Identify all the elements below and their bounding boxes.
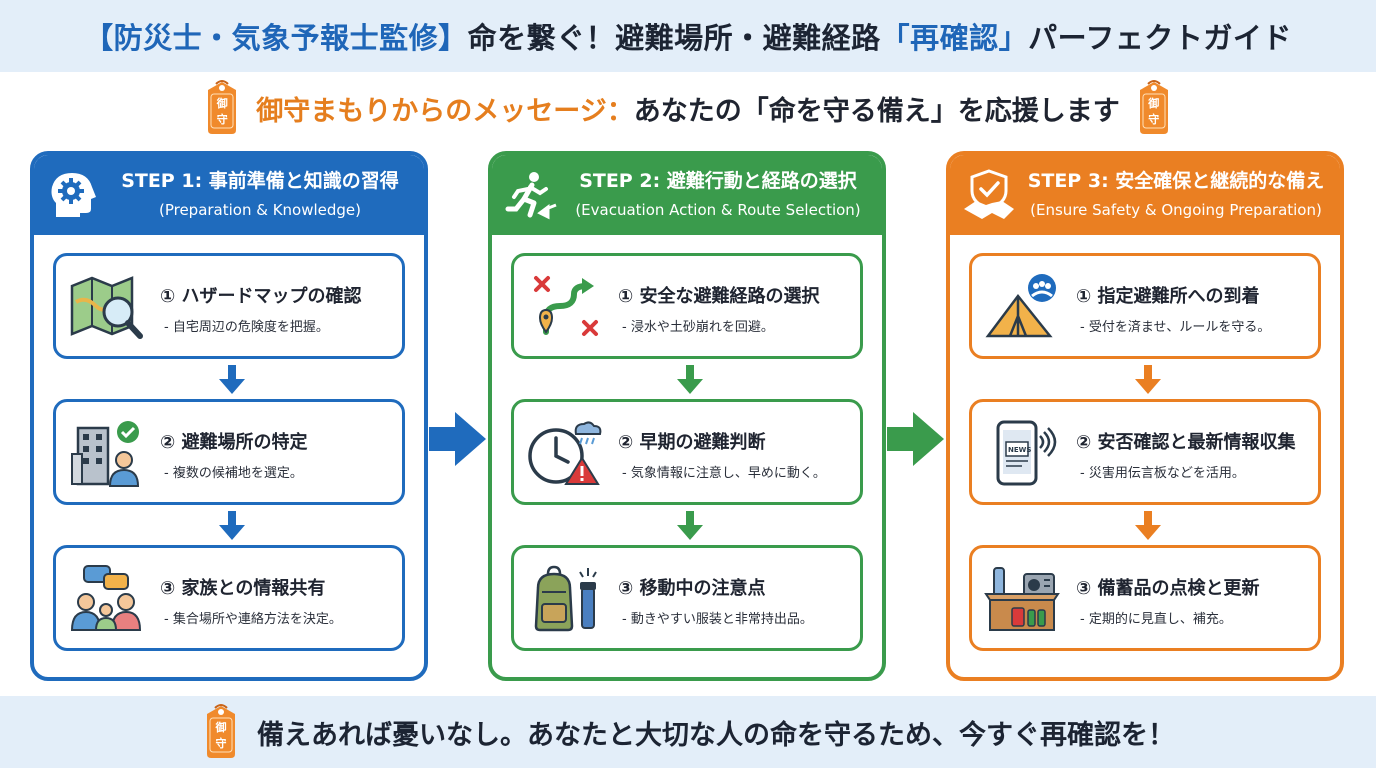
omamori-charm-icon: 御 守: [201, 704, 241, 760]
footer-band: 御 守 備えあれば憂いなし。あなたと大切な人の命を守るため、今すぐ再確認を！: [0, 696, 1376, 768]
step-2-panel: STEP 2: 避難行動と経路の選択 (Evacuation Action & …: [488, 151, 886, 681]
step-2-heading: STEP 2: 避難行動と経路の選択 (Evacuation Action & …: [562, 167, 874, 221]
svg-text:NEWS: NEWS: [1008, 446, 1031, 454]
title-highlight: 「再確認」: [880, 21, 1029, 55]
title-bracket-close: 】: [438, 21, 468, 55]
shield-handshake-icon: [962, 169, 1016, 221]
step-3-item-2-card: NEWS ② 安否確認と最新情報収集 - 災害用伝言板などを活用。: [969, 399, 1321, 505]
step-1-item-1-title: ① ハザードマップの確認: [160, 286, 362, 307]
step-1-item-2-title: ② 避難場所の特定: [160, 432, 308, 453]
message-text: 御守まもりからのメッセージ：あなたの「命を守る備え」を応援します: [256, 89, 1119, 128]
arrow-down-icon: [1133, 365, 1163, 395]
clock-rain-warning-icon: [526, 418, 602, 488]
step-1-item-3-desc: - 集合場所や連絡方法を決定。: [164, 612, 342, 627]
omamori-char-top: 御: [215, 721, 227, 734]
omamori-charm-icon: 御 守: [1134, 80, 1174, 136]
smartphone-news-icon: NEWS: [984, 418, 1060, 488]
arrow-down-icon: [217, 365, 247, 395]
step-1-heading: STEP 1: 事前準備と知識の習得 (Preparation & Knowle…: [104, 167, 416, 221]
omamori-char-top: 御: [216, 97, 228, 110]
step-2-item-1-title: ① 安全な避難経路の選択: [618, 286, 820, 307]
omamori-char-bottom: 守: [215, 737, 227, 750]
step-3-item-1-card: ① 指定避難所への到着 - 受付を済ませ、ルールを守る。: [969, 253, 1321, 359]
arrow-down-icon: [675, 511, 705, 541]
step-2-item-3-desc: - 動きやすい服装と非常持出品。: [622, 612, 813, 627]
tent-people-icon: [984, 272, 1060, 342]
step-1-title: STEP 1: 事前準備と知識の習得: [121, 170, 399, 192]
page-title: 【防災士・気象予報士監修】命を繋ぐ！避難場所・避難経路「再確認」パーフェクトガイ…: [84, 15, 1292, 57]
step-1-item-3-card: ③ 家族との情報共有 - 集合場所や連絡方法を決定。: [53, 545, 405, 651]
step-3-subtitle: (Ensure Safety & Ongoing Preparation): [1030, 201, 1322, 219]
step-2-title: STEP 2: 避難行動と経路の選択: [579, 170, 857, 192]
omamori-charm-icon: 御 守: [202, 80, 242, 136]
step-3-item-3-desc: - 定期的に見直し、補充。: [1080, 612, 1232, 627]
step-2-subtitle: (Evacuation Action & Route Selection): [575, 201, 861, 219]
title-main: 命を繋ぐ！避難場所・避難経路: [467, 21, 881, 55]
step-3-item-2-title: ② 安否確認と最新情報収集: [1076, 432, 1296, 453]
step-2-item-3-card: ③ 移動中の注意点 - 動きやすい服装と非常持出品。: [511, 545, 863, 651]
step-3-title: STEP 3: 安全確保と継続的な備え: [1027, 170, 1325, 192]
step-1-item-1-desc: - 自宅周辺の危険度を把握。: [164, 320, 329, 335]
step-2-item-1-desc: - 浸水や土砂崩れを回避。: [622, 320, 774, 335]
message-body: あなたの「命を守る備え」を応援します: [633, 95, 1120, 127]
step-3-item-3-title: ③ 備蓄品の点検と更新: [1076, 578, 1260, 599]
omamori-char-bottom: 守: [1148, 113, 1160, 126]
route-icon: [526, 272, 602, 342]
step-2-item-2-card: ② 早期の避難判断 - 気象情報に注意し、早めに動く。: [511, 399, 863, 505]
step-2-item-1-card: ① 安全な避難経路の選択 - 浸水や土砂崩れを回避。: [511, 253, 863, 359]
running-person-icon: [504, 169, 558, 221]
step-3-item-1-title: ① 指定避難所への到着: [1076, 286, 1260, 307]
arrow-down-icon: [675, 365, 705, 395]
arrow-down-icon: [217, 511, 247, 541]
step-3-header: STEP 3: 安全確保と継続的な備え (Ensure Safety & Ong…: [950, 155, 1340, 235]
step-2-item-3-title: ③ 移動中の注意点: [618, 578, 766, 599]
step-2-header: STEP 2: 避難行動と経路の選択 (Evacuation Action & …: [492, 155, 882, 235]
step-2-item-2-title: ② 早期の避難判断: [618, 432, 766, 453]
title-supervision: 防災士・気象予報士監修: [113, 21, 439, 55]
step-1-item-2-card: ② 避難場所の特定 - 複数の候補地を選定。: [53, 399, 405, 505]
step-3-item-1-desc: - 受付を済ませ、ルールを守る。: [1080, 320, 1271, 335]
header-band: 【防災士・気象予報士監修】命を繋ぐ！避難場所・避難経路「再確認」パーフェクトガイ…: [0, 0, 1376, 72]
arrow-down-icon: [1133, 511, 1163, 541]
step-3-item-2-desc: - 災害用伝言板などを活用。: [1080, 466, 1245, 481]
family-chat-icon: [68, 564, 144, 634]
arrow-right-icon: [429, 410, 487, 468]
map-magnifier-icon: [68, 272, 144, 342]
message-lead: 御守まもりからのメッセージ：: [256, 95, 634, 127]
title-bracket-open: 【: [84, 21, 114, 55]
step-1-subtitle: (Preparation & Knowledge): [158, 201, 362, 219]
arrow-right-icon: [887, 410, 945, 468]
step-3-panel: STEP 3: 安全確保と継続的な備え (Ensure Safety & Ong…: [946, 151, 1344, 681]
gear-head-icon: [46, 169, 100, 221]
building-person-check-icon: [68, 418, 144, 488]
step-1-panel: STEP 1: 事前準備と知識の習得 (Preparation & Knowle…: [30, 151, 428, 681]
omamori-char-bottom: 守: [216, 113, 228, 126]
supply-box-radio-icon: [984, 564, 1060, 634]
step-1-header: STEP 1: 事前準備と知識の習得 (Preparation & Knowle…: [34, 155, 424, 235]
step-3-heading: STEP 3: 安全確保と継続的な備え (Ensure Safety & Ong…: [1020, 167, 1332, 221]
backpack-flashlight-icon: [526, 564, 602, 634]
title-tail: パーフェクトガイド: [1028, 21, 1292, 55]
step-1-item-1-card: ① ハザードマップの確認 - 自宅周辺の危険度を把握。: [53, 253, 405, 359]
step-3-item-3-card: ③ 備蓄品の点検と更新 - 定期的に見直し、補充。: [969, 545, 1321, 651]
step-2-item-2-desc: - 気象情報に注意し、早めに動く。: [622, 466, 826, 481]
message-row: 御 守 御守まもりからのメッセージ：あなたの「命を守る備え」を応援します 御 守: [0, 80, 1376, 136]
step-1-item-3-title: ③ 家族との情報共有: [160, 578, 326, 599]
omamori-char-top: 御: [1148, 97, 1160, 110]
footer-message: 備えあれば憂いなし。あなたと大切な人の命を守るため、今すぐ再確認を！: [257, 719, 1175, 751]
step-1-item-2-desc: - 複数の候補地を選定。: [164, 466, 303, 481]
